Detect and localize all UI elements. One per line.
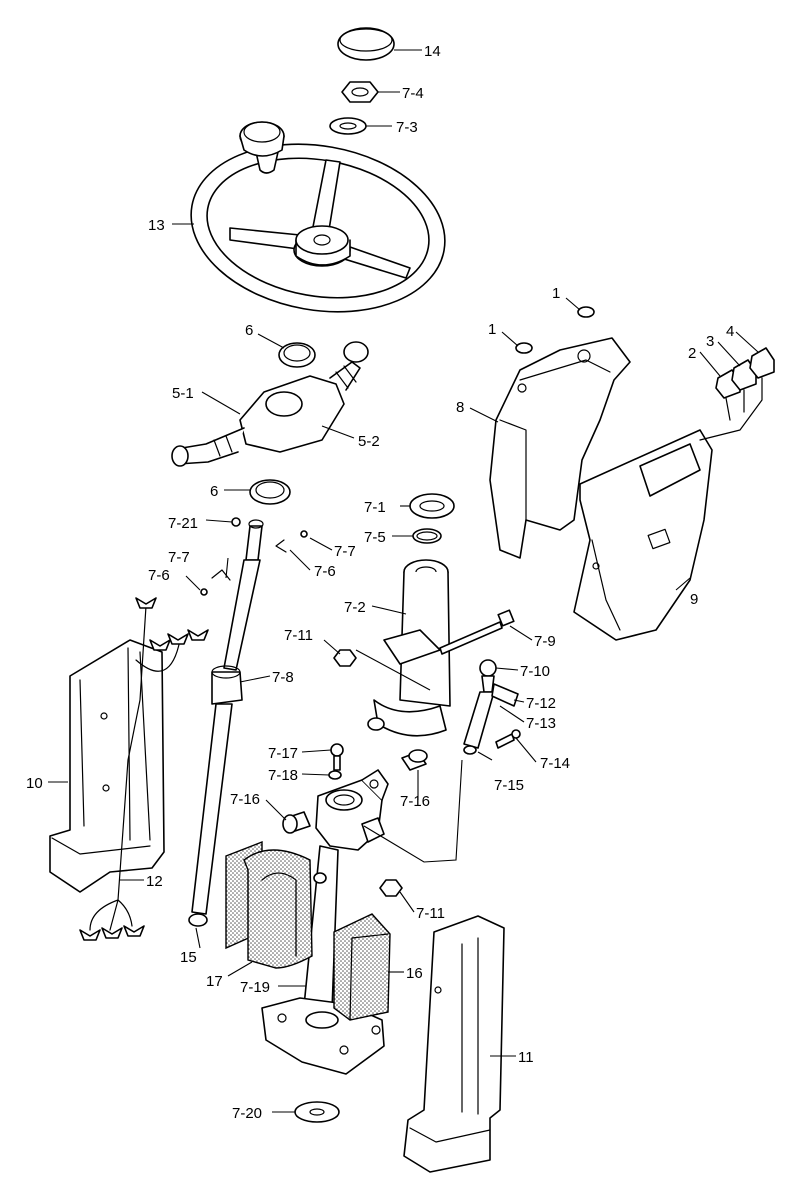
part-7-1-washer <box>409 493 455 519</box>
callout-7-7-right: 7-7 <box>334 543 356 560</box>
callout-4: 4 <box>726 323 734 340</box>
callout-8: 8 <box>456 399 464 416</box>
part-7-10-gas-spring <box>463 659 519 755</box>
callout-11: 11 <box>518 1049 534 1066</box>
part-7-9-bolt <box>439 609 515 655</box>
callout-7-14: 7-14 <box>540 755 570 772</box>
part-6-ring-upper <box>278 342 316 368</box>
part-7-14-pin <box>495 729 521 749</box>
callout-14: 14 <box>424 43 441 60</box>
callout-7-20: 7-20 <box>232 1105 262 1122</box>
part-7-17-bolt <box>330 743 344 771</box>
callout-5-1: 5-1 <box>172 385 194 402</box>
callout-7-8: 7-8 <box>272 669 294 686</box>
part-5-combination-switch <box>171 341 369 467</box>
callout-2: 2 <box>688 345 696 362</box>
callout-12: 12 <box>146 873 163 890</box>
part-switches <box>699 347 775 441</box>
callout-labels: 14 7-4 7-3 13 1 1 4 3 2 6 5-1 8 5-2 6 7-… <box>26 43 734 1122</box>
part-7-18-washer <box>328 770 342 780</box>
callout-7-16-right: 7-16 <box>400 793 430 810</box>
part-6-ring-lower <box>249 479 291 505</box>
callout-5-2: 5-2 <box>358 433 380 450</box>
callout-7-12: 7-12 <box>526 695 556 712</box>
part-10-side-cover <box>49 639 165 893</box>
part-7-8-steering-shaft <box>188 517 308 927</box>
callout-6-lower: 6 <box>210 483 218 500</box>
callout-7-9: 7-9 <box>534 633 556 650</box>
callout-7-6-left: 7-6 <box>148 567 170 584</box>
callout-9: 9 <box>690 591 698 608</box>
callout-7-18: 7-18 <box>268 767 298 784</box>
part-7-11-nut-lower <box>379 879 403 897</box>
callout-10: 10 <box>26 775 43 792</box>
part-11-cover <box>403 915 505 1173</box>
part-13-steering-wheel <box>190 121 446 313</box>
part-7-16-bolt-left <box>282 811 311 834</box>
callout-7-19: 7-19 <box>240 979 270 996</box>
callout-1-lower: 1 <box>488 321 496 338</box>
part-8-panel <box>489 337 631 559</box>
callout-17: 17 <box>206 973 223 990</box>
callout-7-3: 7-3 <box>396 119 418 136</box>
part-14-cap <box>337 27 395 61</box>
part-16-foam-pad <box>333 913 391 1021</box>
callout-7-4: 7-4 <box>402 85 424 102</box>
callout-7-2: 7-2 <box>344 599 366 616</box>
callout-13: 13 <box>148 217 165 234</box>
callout-7-15: 7-15 <box>494 777 524 794</box>
callout-7-6-right: 7-6 <box>314 563 336 580</box>
part-9-cover <box>573 429 713 641</box>
callout-7-21: 7-21 <box>168 515 198 532</box>
callout-3: 3 <box>706 333 714 350</box>
part-7-2-column-housing <box>367 559 451 737</box>
callout-16: 16 <box>406 965 423 982</box>
part-7-4-nut <box>341 81 379 103</box>
callout-7-10: 7-10 <box>520 663 550 680</box>
callout-7-5: 7-5 <box>364 529 386 546</box>
part-7-16-bolt-right <box>401 749 428 771</box>
callout-6-upper: 6 <box>245 322 253 339</box>
part-7-11-nut-upper <box>333 649 357 667</box>
callout-7-7-left: 7-7 <box>168 549 190 566</box>
leader-lines <box>48 49 759 1113</box>
callout-1-upper: 1 <box>552 285 560 302</box>
part-1-clip-upper <box>577 306 595 318</box>
part-7-3-washer <box>329 117 367 135</box>
part-7-20-washer <box>294 1101 340 1123</box>
callout-7-11-lower: 7-11 <box>416 905 445 922</box>
callout-7-13: 7-13 <box>526 715 556 732</box>
part-1-clip-lower <box>515 342 533 354</box>
callout-7-17: 7-17 <box>268 745 298 762</box>
callout-7-11-upper: 7-11 <box>284 627 313 644</box>
callout-7-1: 7-1 <box>364 499 386 516</box>
part-17-foam-pad <box>225 840 327 969</box>
callout-7-16-left: 7-16 <box>230 791 260 808</box>
part-7-5-ring <box>412 528 442 544</box>
part-12-wire-harness <box>79 597 209 941</box>
callout-15: 15 <box>180 949 197 966</box>
part-lower-bracket <box>315 769 389 851</box>
